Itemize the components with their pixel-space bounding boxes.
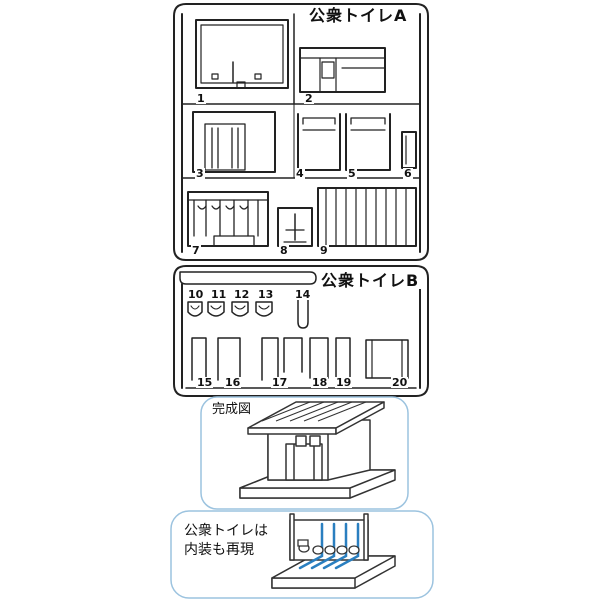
part-7 bbox=[188, 192, 268, 246]
part-number: 1 bbox=[196, 92, 206, 105]
part-number: 16 bbox=[224, 376, 242, 389]
part-6 bbox=[402, 132, 416, 168]
part-number: 3 bbox=[195, 167, 205, 180]
sprue-b-title: 公衆トイレB bbox=[318, 273, 423, 289]
parts-15-20 bbox=[192, 338, 408, 380]
part-number: 8 bbox=[279, 244, 289, 257]
completed-panel bbox=[201, 397, 408, 509]
interior-panel bbox=[171, 511, 433, 598]
part-3 bbox=[193, 112, 275, 172]
part-number: 14 bbox=[294, 288, 312, 301]
part-number: 18 bbox=[311, 376, 329, 389]
part-9 bbox=[318, 188, 416, 246]
part-number: 13 bbox=[257, 288, 275, 301]
part-number: 11 bbox=[210, 288, 228, 301]
part-number: 7 bbox=[191, 244, 201, 257]
interior-caption-line-2: 内装も再現 bbox=[184, 542, 254, 558]
part-number: 15 bbox=[196, 376, 214, 389]
part-14 bbox=[298, 300, 308, 328]
part-number: 6 bbox=[403, 167, 413, 180]
sprue-b-frame bbox=[174, 266, 428, 396]
part-5 bbox=[346, 114, 390, 170]
part-4 bbox=[298, 114, 340, 170]
interior-caption-line-1: 公衆トイレは bbox=[184, 523, 268, 539]
completed-caption: 完成図 bbox=[212, 402, 252, 417]
part-number: 9 bbox=[319, 244, 329, 257]
part-number: 4 bbox=[295, 167, 305, 180]
part-number: 5 bbox=[347, 167, 357, 180]
part-number: 12 bbox=[233, 288, 251, 301]
part-number: 20 bbox=[391, 376, 409, 389]
part-number: 19 bbox=[335, 376, 353, 389]
sprue-a-title: 公衆トイレA bbox=[306, 8, 411, 24]
part-number: 17 bbox=[271, 376, 289, 389]
parts-10-13 bbox=[188, 302, 272, 316]
part-number: 2 bbox=[304, 92, 314, 105]
part-1 bbox=[196, 20, 288, 88]
part-2 bbox=[300, 48, 385, 92]
part-8 bbox=[278, 208, 312, 246]
part-number: 10 bbox=[187, 288, 205, 301]
